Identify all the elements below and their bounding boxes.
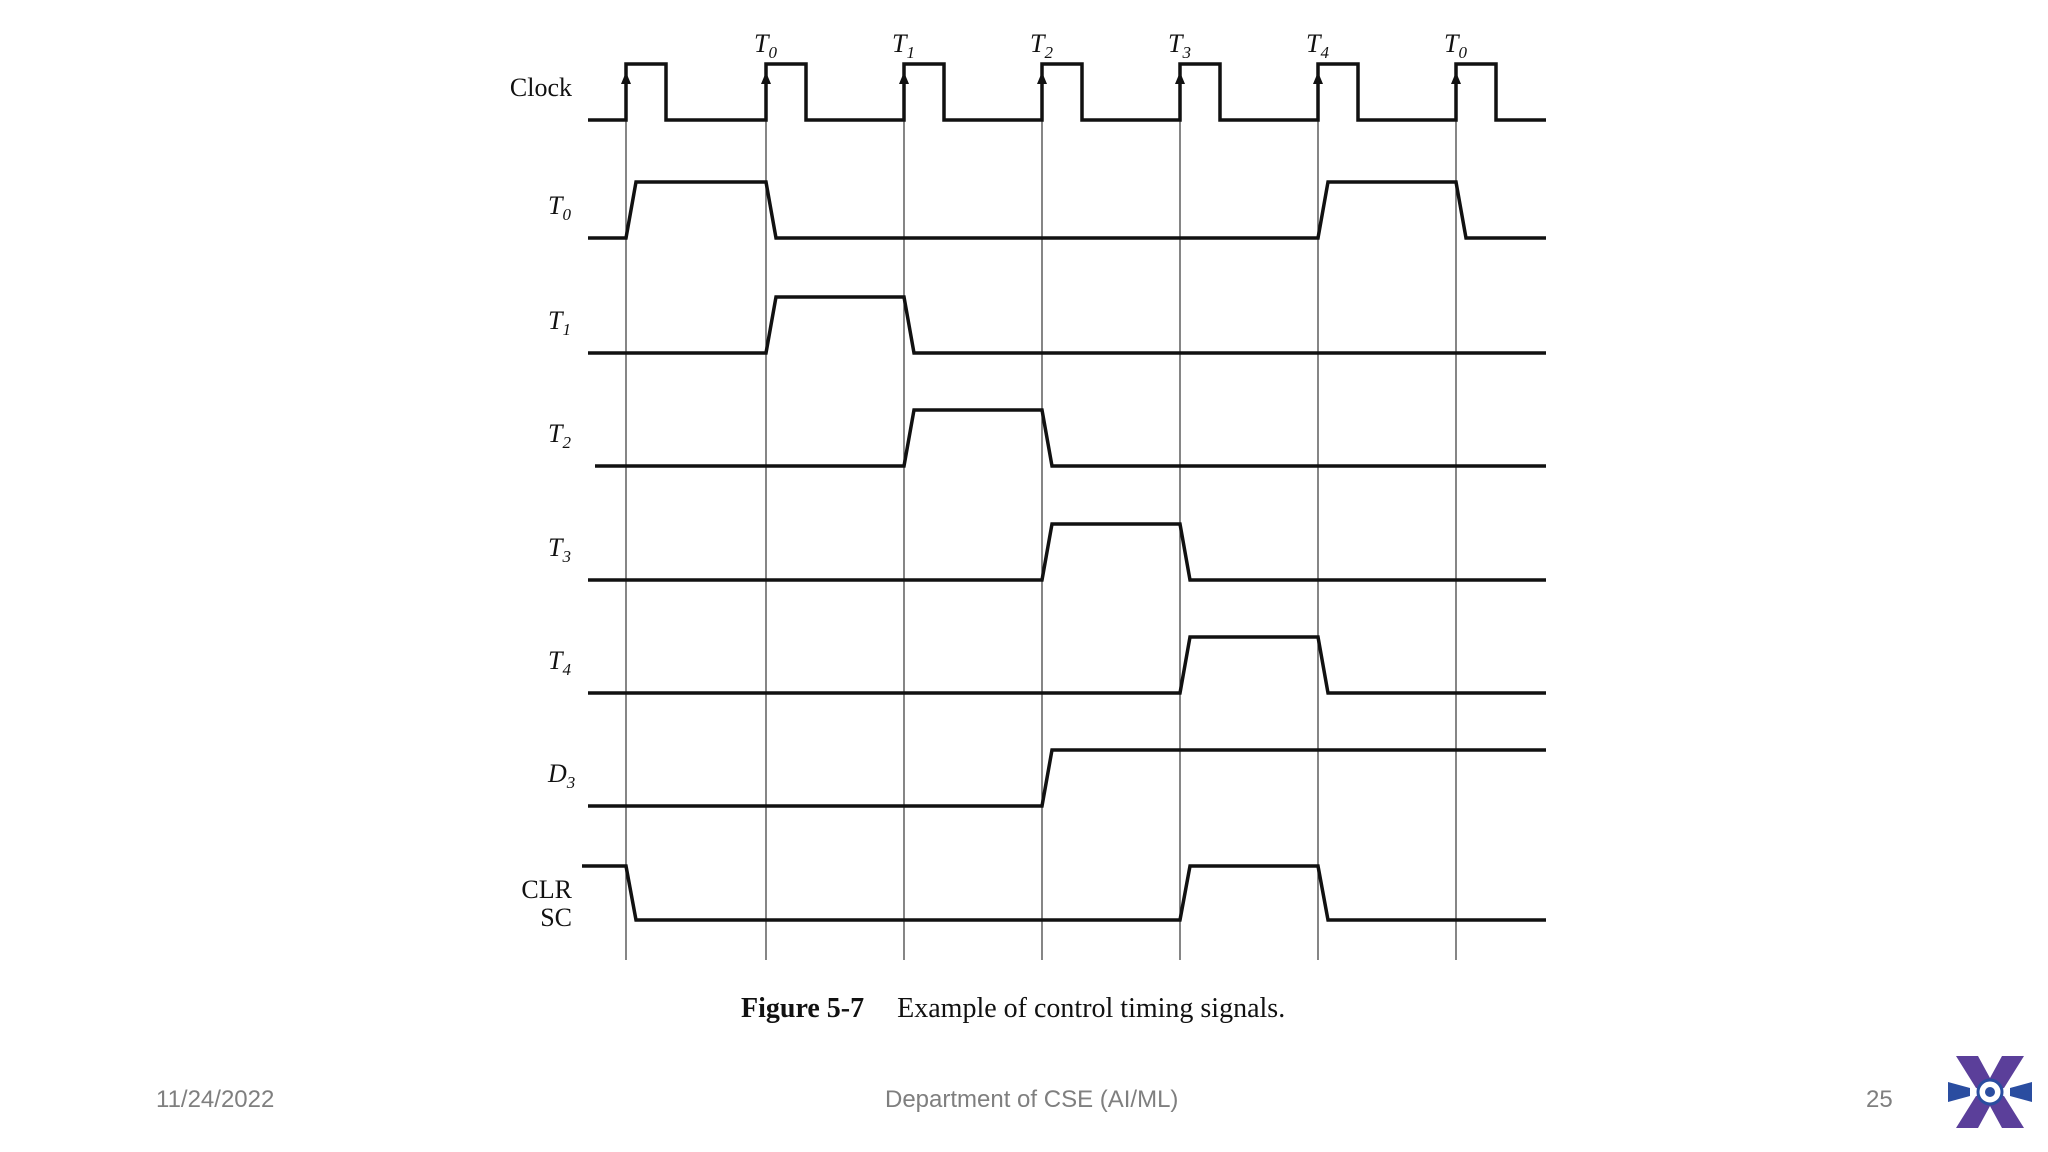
clock-marker-0: T0 bbox=[754, 29, 777, 62]
clock-edge-arrow-2 bbox=[899, 72, 909, 84]
clock-marker-3: T3 bbox=[1168, 29, 1191, 62]
waveform-3 bbox=[588, 522, 1546, 582]
clock-signal bbox=[588, 62, 1546, 122]
waveform-1 bbox=[588, 295, 1546, 355]
signal-label-1: T1 bbox=[548, 306, 571, 339]
clock-edge-arrow-1 bbox=[761, 72, 771, 84]
clock-marker-1: T1 bbox=[892, 29, 915, 62]
signal-label-6-1: SC bbox=[540, 903, 572, 932]
clock-marker-2: T2 bbox=[1030, 29, 1053, 62]
signal-label-3: T3 bbox=[548, 533, 571, 566]
waveform-6 bbox=[582, 864, 1546, 922]
figure-caption-text: Example of control timing signals. bbox=[897, 993, 1285, 1024]
figure-caption: Figure 5-7 Example of control timing sig… bbox=[741, 993, 1285, 1024]
signal-label-5: D3 bbox=[547, 759, 575, 792]
clock-edge-arrow-0 bbox=[621, 72, 631, 84]
signal-label-6-0: CLR bbox=[521, 875, 572, 904]
clock-edge-arrow-5 bbox=[1313, 72, 1323, 84]
signal-label-4: T4 bbox=[548, 646, 571, 679]
signal-label-2: T2 bbox=[548, 419, 571, 452]
footer-page-number: 25 bbox=[1866, 1086, 1893, 1113]
signal-label-0: T0 bbox=[548, 191, 571, 224]
clock-marker-4: T4 bbox=[1306, 29, 1329, 62]
clock-marker-5: T0 bbox=[1444, 29, 1467, 62]
clock-label: Clock bbox=[510, 73, 572, 102]
waveform-4 bbox=[588, 635, 1546, 695]
footer-department: Department of CSE (AI/ML) bbox=[885, 1086, 1179, 1113]
clock-edge-arrow-4 bbox=[1175, 72, 1185, 84]
clock-edge-arrow-6 bbox=[1451, 72, 1461, 84]
clock-edge-markers: T0 T1 T2 T3 T4 T0 bbox=[754, 29, 1467, 62]
footer-date: 11/24/2022 bbox=[156, 1086, 275, 1113]
university-logo-icon bbox=[1948, 1056, 2032, 1128]
waveform-2 bbox=[595, 408, 1546, 468]
waveform-0 bbox=[588, 180, 1546, 240]
clock-edge-gridlines bbox=[625, 98, 1457, 960]
clock-waveform bbox=[588, 62, 1546, 122]
timing-waveforms bbox=[582, 180, 1546, 922]
clock-edge-arrow-3 bbox=[1037, 72, 1047, 84]
figure-caption-label: Figure 5-7 bbox=[741, 993, 864, 1024]
waveform-5 bbox=[588, 748, 1546, 808]
